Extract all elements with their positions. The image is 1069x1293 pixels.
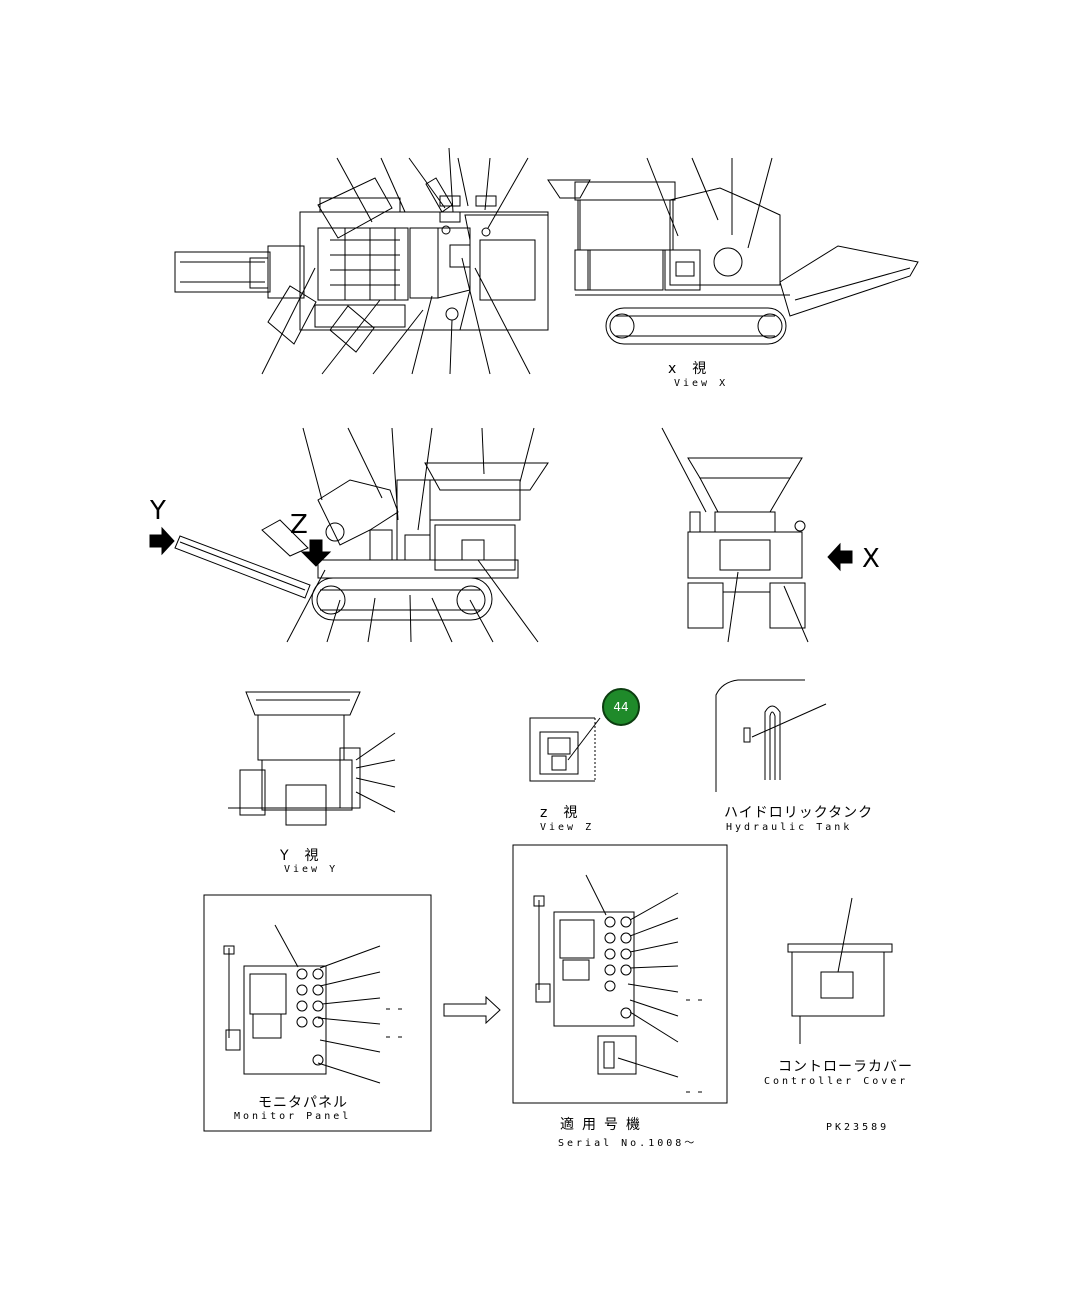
front-view <box>661 427 853 643</box>
serial-panel-box <box>512 844 728 1104</box>
view-z-jp: z 視 <box>540 805 579 821</box>
view-z <box>529 717 601 782</box>
side-view <box>174 427 549 643</box>
controller-cover-jp: コントローラカバー <box>778 1059 913 1075</box>
view-y <box>228 691 396 826</box>
drawing-number: PK23589 <box>826 1122 890 1133</box>
callout-44-badge: 44 <box>602 688 640 726</box>
hydraulic-tank-view <box>715 679 827 792</box>
y-arrow-label: Y <box>150 496 166 526</box>
view-y-en: View Y <box>284 864 339 875</box>
y-arrow-icon <box>149 526 175 556</box>
x-arrow-icon <box>827 542 853 572</box>
monitor-panel-jp: モニタパネル <box>258 1095 348 1111</box>
view-x-en: View X <box>674 378 729 389</box>
hydraulic-tank-jp: ハイドロリックタンク <box>724 805 874 821</box>
side-view-x <box>547 157 919 345</box>
z-arrow-label: Z <box>290 510 308 540</box>
top-view <box>174 147 549 375</box>
x-arrow-label: X <box>862 544 880 574</box>
monitor-panel-box <box>203 894 432 1132</box>
hydraulic-tank-en: Hydraulic Tank <box>726 822 853 833</box>
view-z-en: View Z <box>540 822 595 833</box>
controller-cover-view <box>787 897 893 1044</box>
controller-cover-en: Controller Cover <box>764 1076 909 1087</box>
serial-jp: 適用号機 <box>560 1117 648 1133</box>
view-y-jp: Y 視 <box>280 848 320 864</box>
view-x-jp: x 視 <box>668 361 708 377</box>
serial-en: Serial No.1008〜 <box>558 1138 698 1149</box>
change-arrow-icon <box>443 995 501 1025</box>
monitor-panel-en: Monitor Panel <box>234 1111 352 1122</box>
